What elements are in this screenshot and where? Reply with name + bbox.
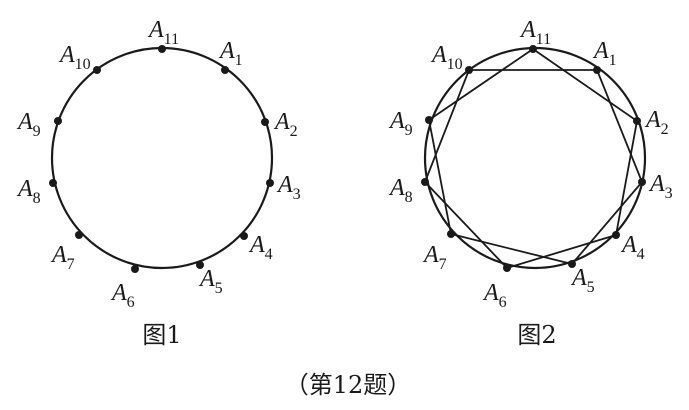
point-A3 [266,179,274,187]
label-A10: A10 [430,42,463,73]
point-A2 [261,118,269,126]
chord-A10-A8 [424,69,470,183]
label-A4: A4 [248,232,273,263]
chord-A1-A3 [596,69,643,183]
chord-A11-A9 [428,48,534,121]
chord-A7-A9 [428,119,452,235]
label-A9: A9 [16,109,41,140]
point-A8 [49,179,57,187]
point-A7 [447,230,455,238]
point-A6 [503,264,511,272]
label-A10: A10 [58,42,91,73]
point-A3 [638,178,646,186]
label-A3: A3 [648,171,673,202]
point-A11 [529,45,537,53]
label-A11: A11 [519,17,551,48]
point-A10 [93,66,101,74]
label-A9: A9 [388,108,413,139]
point-A4 [240,232,248,240]
label-A2: A2 [273,109,298,140]
point-A10 [465,66,473,74]
label-A8: A8 [388,175,413,206]
label-A1: A1 [592,38,617,69]
point-A5 [568,260,576,268]
point-A6 [131,265,139,273]
point-A1 [593,66,601,74]
chord-A4-A6 [506,234,617,269]
chord-A5-A7 [450,233,573,265]
problem-label: （第12题） [285,371,412,399]
chord-A2-A4 [615,120,638,236]
label-A11: A11 [147,17,179,48]
point-A11 [158,45,166,53]
label-A6: A6 [482,280,507,311]
point-A9 [425,116,433,124]
point-A2 [633,117,641,125]
label-A4: A4 [620,232,645,263]
point-A1 [221,66,229,74]
chord-A6-A8 [424,181,508,269]
label-A3: A3 [276,172,301,203]
point-A5 [196,261,204,269]
label-A5: A5 [570,265,595,296]
figure-1-caption: 图1 [142,321,181,349]
label-A8: A8 [16,176,41,207]
figure-2-caption: 图2 [517,321,556,349]
point-A8 [421,178,429,186]
label-A7: A7 [50,242,75,273]
circle [50,46,274,270]
label-A5: A5 [198,266,223,297]
point-A9 [54,117,62,125]
point-A7 [75,231,83,239]
label-A7: A7 [422,242,447,273]
point-A4 [612,231,620,239]
label-A6: A6 [110,280,135,311]
label-A2: A2 [644,107,669,138]
chord-A3-A5 [571,181,643,265]
chord-A11-A2 [532,48,638,122]
